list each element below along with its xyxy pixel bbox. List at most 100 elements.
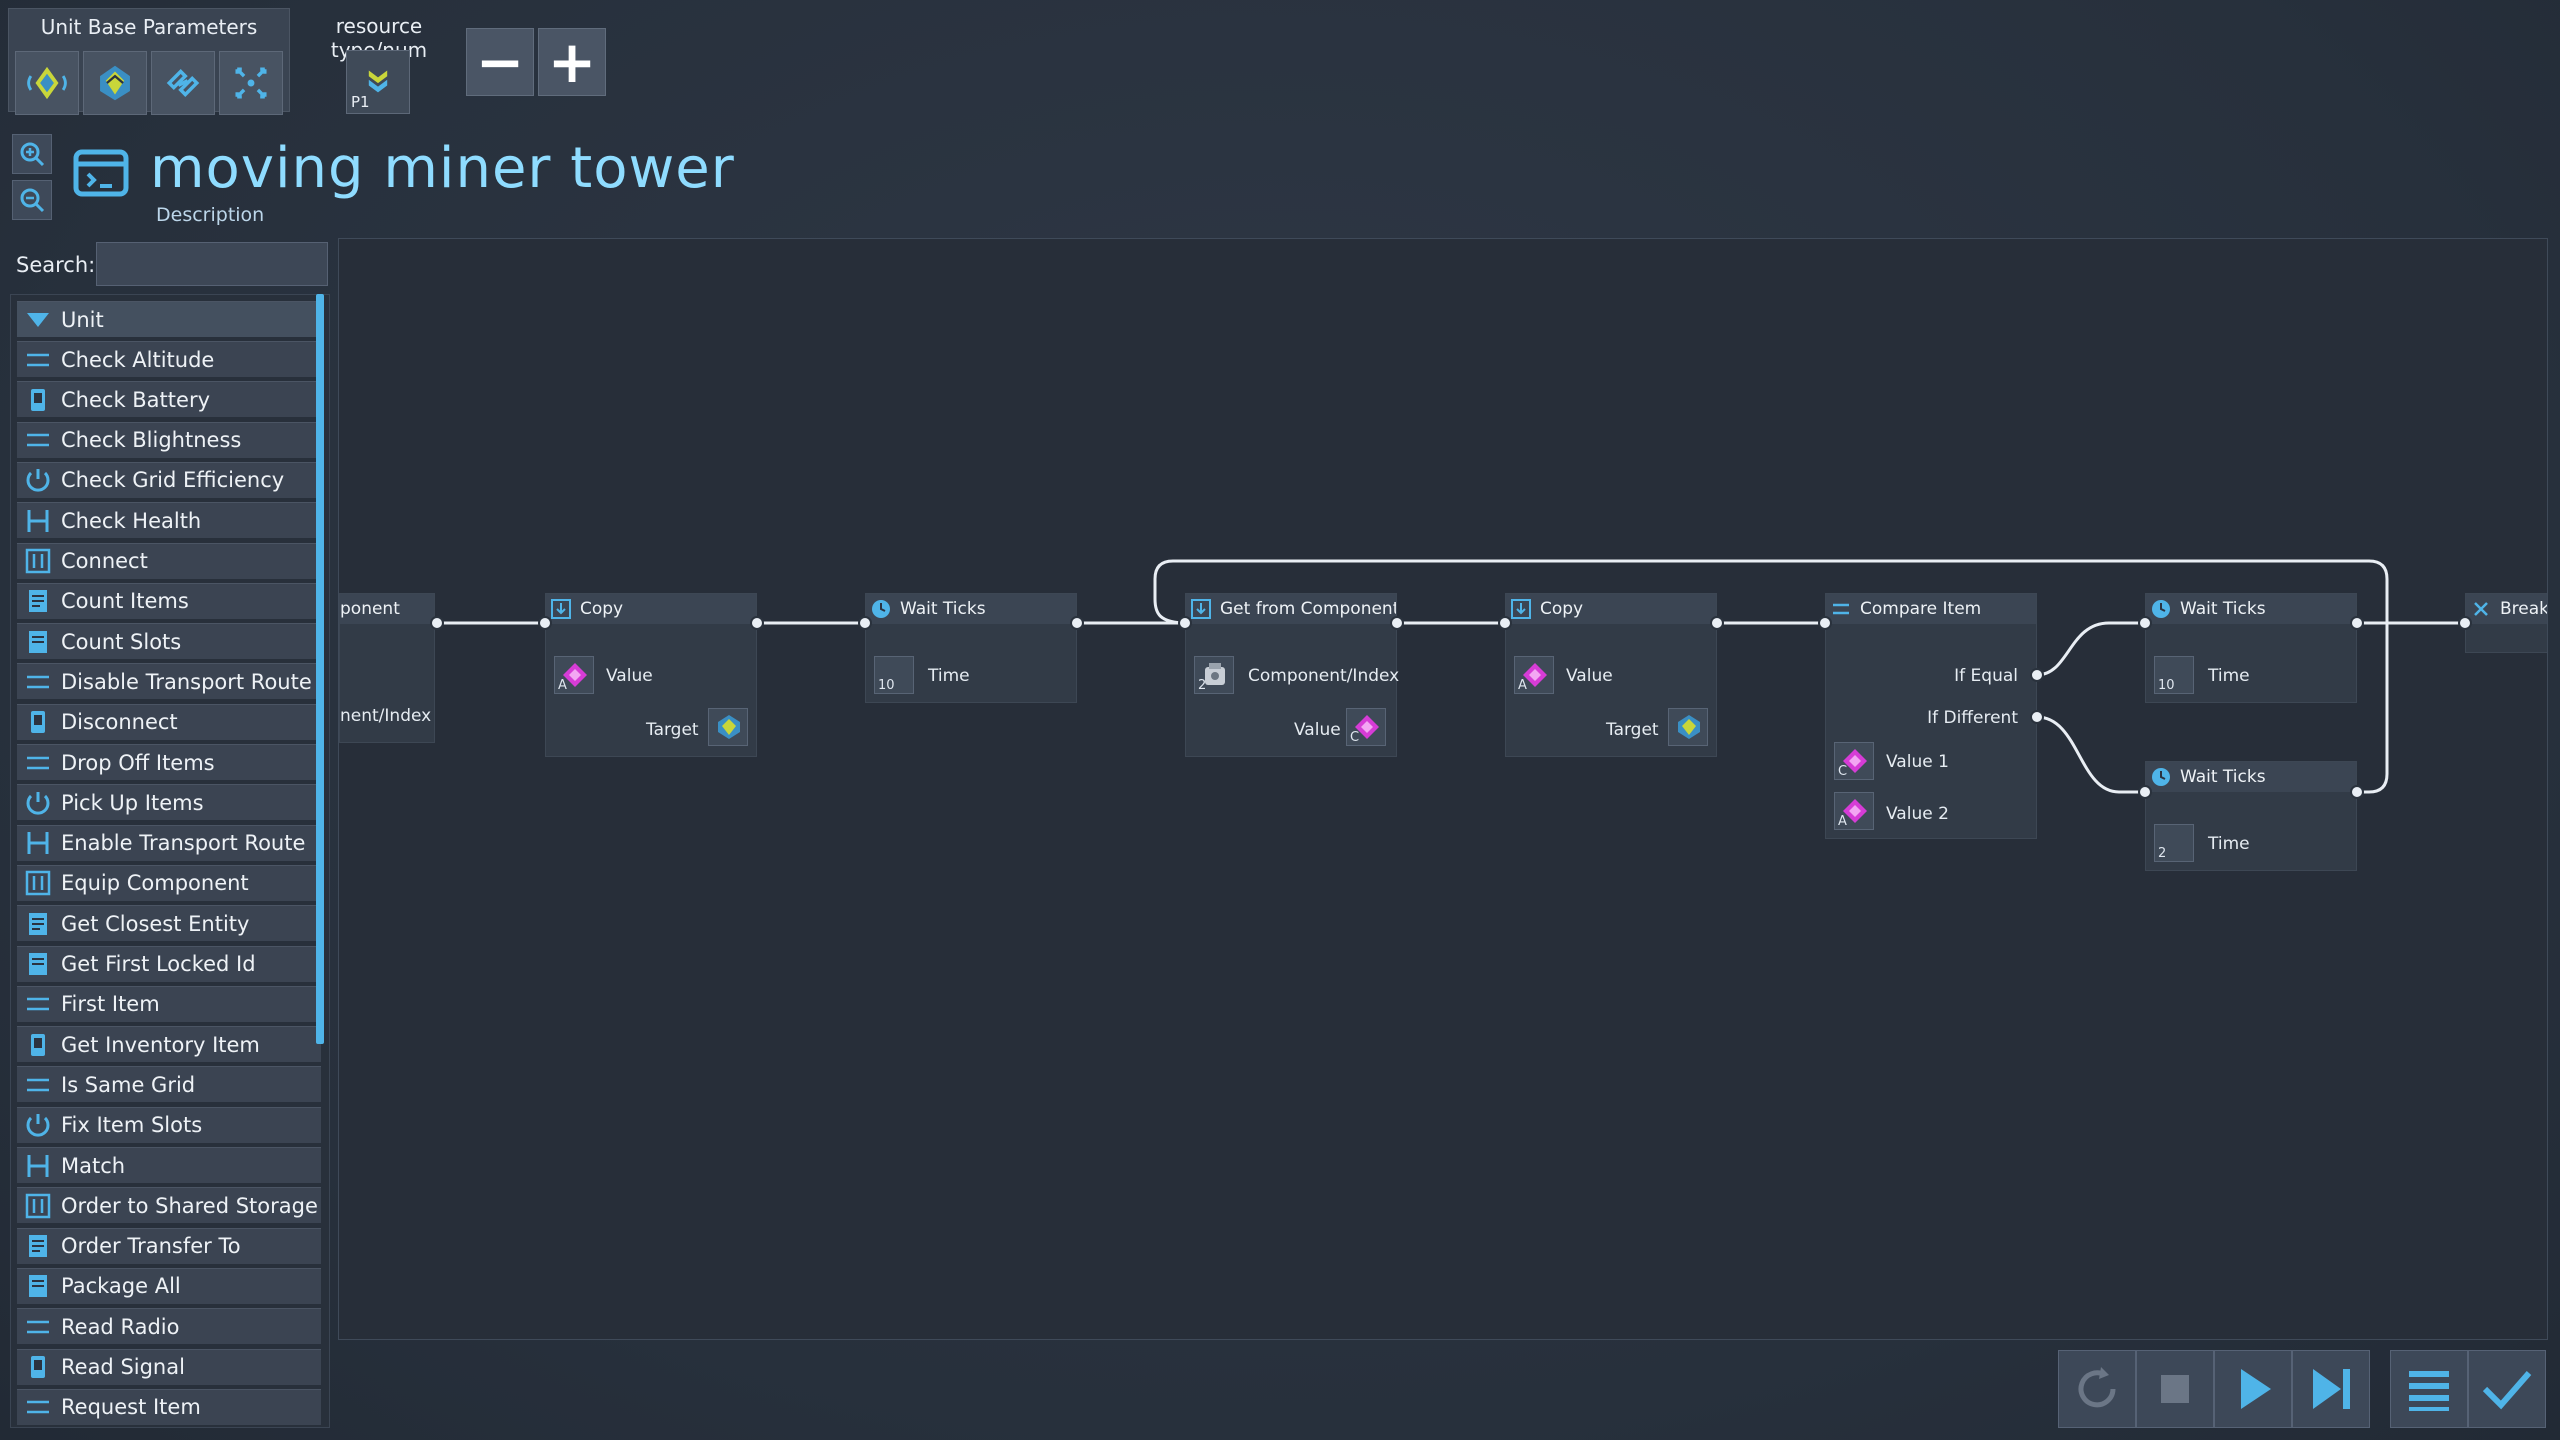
copy-1-target-slot[interactable]	[708, 708, 748, 746]
output-port[interactable]	[1710, 616, 1724, 630]
input-port[interactable]	[1498, 616, 1512, 630]
get-component-value-slot[interactable]: C	[1346, 708, 1386, 746]
list-item[interactable]: Get Inventory Item	[17, 1026, 321, 1063]
list-item[interactable]: Count Items	[17, 582, 321, 619]
wait-ticks-node-2[interactable]: Wait Ticks 10 Time	[2145, 593, 2357, 703]
list-item-label: Get First Locked Id	[61, 952, 256, 976]
wait-ticks-node-1[interactable]: Wait Ticks 10 Time	[865, 593, 1077, 703]
input-port[interactable]	[858, 616, 872, 630]
list-item[interactable]: Match	[17, 1147, 321, 1183]
list-item[interactable]: Get Closest Entity	[17, 905, 321, 942]
output-port[interactable]	[2350, 785, 2364, 799]
list-item[interactable]: Is Same Grid	[17, 1066, 321, 1103]
list-item[interactable]: Equip Component	[17, 864, 321, 901]
description-link[interactable]: Description	[156, 204, 265, 226]
input-port[interactable]	[538, 616, 552, 630]
input-port[interactable]	[2138, 785, 2152, 799]
list-button[interactable]	[2390, 1350, 2468, 1428]
list-scrollbar[interactable]	[316, 294, 324, 1044]
output-port[interactable]	[1070, 616, 1084, 630]
scatter-button[interactable]	[219, 51, 283, 115]
stop-button[interactable]	[2136, 1350, 2214, 1428]
input-port[interactable]	[2138, 616, 2152, 630]
connection-wires	[435, 559, 2467, 794]
link-button[interactable]	[151, 51, 215, 115]
copy-2-target-slot[interactable]	[1668, 708, 1708, 746]
copy-node-2[interactable]: Copy A Value Target	[1505, 593, 1717, 757]
wait-3-time-slot[interactable]: 2	[2154, 824, 2194, 862]
break-node[interactable]: Break	[2465, 593, 2547, 653]
unit-emblem-button[interactable]	[83, 51, 147, 115]
list-item[interactable]: Order to Shared Storage	[17, 1187, 321, 1224]
component-index-slot[interactable]: 2	[1194, 656, 1234, 694]
compare-value1-slot[interactable]: C	[1834, 742, 1874, 780]
copy-node-1[interactable]: Copy A Value Target	[545, 593, 757, 757]
list-item-label: Enable Transport Route	[61, 831, 306, 856]
list-item[interactable]: Check Battery	[17, 381, 321, 418]
list-item[interactable]: Disable Transport Route	[17, 663, 321, 700]
wait-ticks-2-title: Wait Ticks	[2180, 599, 2266, 619]
wait-2-time-slot[interactable]: 10	[2154, 656, 2194, 694]
list-item[interactable]: Get First Locked Id	[17, 945, 321, 982]
input-port[interactable]	[1178, 616, 1192, 630]
list-item[interactable]: Check Blightness	[17, 421, 321, 458]
output-port[interactable]	[2350, 616, 2364, 630]
get-from-component-node[interactable]: Get from Component 2 Component/Index Val…	[1185, 593, 1399, 757]
list-item[interactable]: Disconnect	[17, 703, 321, 740]
list-item[interactable]: Check Health	[17, 502, 321, 539]
instruction-icon	[31, 711, 45, 734]
input-port[interactable]	[1818, 616, 1832, 630]
list-item[interactable]: Order Transfer To	[17, 1227, 321, 1264]
list-item[interactable]: Count Slots	[17, 623, 321, 660]
play-button[interactable]	[2214, 1350, 2292, 1428]
list-item[interactable]: Pick Up Items	[17, 784, 321, 821]
list-item[interactable]: Check Grid Efficiency	[17, 461, 321, 498]
list-item[interactable]: Enable Transport Route	[17, 824, 321, 861]
list-item[interactable]: First Item	[17, 985, 321, 1022]
input-port[interactable]	[2458, 616, 2472, 630]
list-item[interactable]: Read Signal	[17, 1348, 321, 1385]
program-title[interactable]: moving miner tower	[150, 136, 735, 201]
copy-1-value-slot[interactable]: A	[554, 656, 594, 694]
list-item[interactable]: Request Item	[17, 1388, 321, 1425]
list-item[interactable]: Drop Off Items	[17, 744, 321, 780]
list-item[interactable]: Read Radio	[17, 1308, 321, 1345]
node-graph-canvas[interactable]: ponent nent/Index Copy A Value Target Wa…	[338, 238, 2548, 1340]
output-port[interactable]	[430, 616, 444, 630]
list-item[interactable]: Package All	[17, 1267, 321, 1304]
instruction-icon	[27, 1154, 49, 1177]
list-item-label: Disable Transport Route	[61, 669, 312, 694]
zoom-out-icon	[20, 188, 45, 213]
minus-button[interactable]: −	[466, 28, 534, 96]
instruction-icon	[26, 1114, 50, 1137]
list-item[interactable]: Fix Item Slots	[17, 1106, 321, 1143]
break-header: Break	[2466, 594, 2547, 624]
confirm-button[interactable]	[2468, 1350, 2546, 1428]
list-item[interactable]: Check Altitude	[17, 341, 321, 377]
output-port[interactable]	[1390, 616, 1404, 630]
signal-button[interactable]	[15, 51, 79, 115]
copy-2-value-slot[interactable]: A	[1514, 656, 1554, 694]
wait-1-time-slot[interactable]: 10	[874, 656, 914, 694]
step-button[interactable]	[2292, 1350, 2370, 1428]
compare-item-node[interactable]: Compare Item If Equal If Different C Val…	[1825, 593, 2037, 839]
reset-button[interactable]	[2058, 1350, 2136, 1428]
list-item[interactable]: Connect	[17, 542, 321, 579]
list-item-label: Package All	[61, 1274, 181, 1299]
category-unit[interactable]: Unit	[17, 301, 321, 337]
compare-value2-slot[interactable]: A	[1834, 792, 1874, 830]
zoom-in-button[interactable]	[12, 134, 52, 174]
search-input[interactable]	[96, 242, 328, 286]
unit-emblem-icon	[718, 715, 740, 739]
partial-node[interactable]: ponent nent/Index	[339, 593, 435, 743]
zoom-out-button[interactable]	[12, 180, 52, 220]
wait-ticks-node-3[interactable]: Wait Ticks 2 Time	[2145, 761, 2357, 871]
if-equal-port[interactable]	[2030, 668, 2044, 682]
list-item-label: Check Blightness	[61, 428, 242, 453]
output-port[interactable]	[750, 616, 764, 630]
plus-button[interactable]: +	[538, 28, 606, 96]
if-different-port[interactable]	[2030, 710, 2044, 724]
category-label: Unit	[61, 307, 104, 332]
resource-slot-button[interactable]: P1	[346, 50, 410, 114]
